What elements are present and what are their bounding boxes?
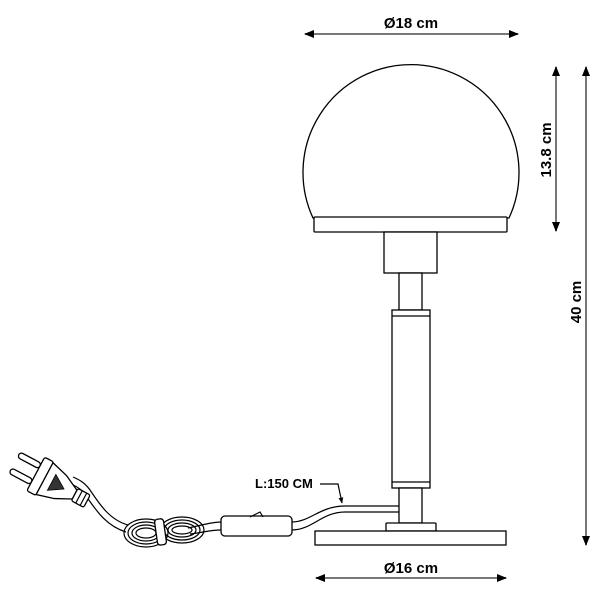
stem-tube (391, 309, 431, 489)
base-diameter-dimension: Ø16 cm (315, 560, 507, 582)
inline-switch (220, 511, 293, 537)
lower-rod (398, 487, 423, 524)
lamp-shade (302, 63, 520, 233)
total-height-dimension: 40 cm (568, 66, 590, 546)
upper-rod (398, 272, 423, 311)
lamp-socket (383, 231, 438, 274)
shade-height-dimension: 13.8 cm (538, 66, 560, 232)
total-height-label: 40 cm (568, 281, 585, 324)
shade-diameter-label: Ø18 cm (384, 15, 438, 32)
euro-plug (9, 452, 91, 508)
cable-length-label: L:150 CM (255, 476, 313, 491)
shade-height-label: 13.8 cm (538, 122, 555, 177)
cable-length-callout: L:150 CM (255, 476, 344, 504)
shade-diameter-dimension: Ø18 cm (304, 15, 519, 38)
base-diameter-label: Ø16 cm (384, 560, 438, 577)
lamp-base (314, 522, 507, 546)
coiled-cable (123, 516, 205, 548)
